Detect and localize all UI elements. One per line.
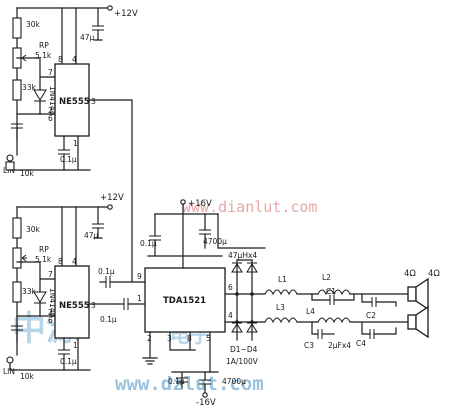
upper-ne555-chip [54, 63, 90, 137]
cap-note: 2μFx4 [328, 341, 351, 350]
upper-diode [33, 89, 47, 101]
upper-led-res-label: 10k [20, 169, 35, 178]
amp-ground-symbol [142, 357, 158, 365]
upper-supply-terminal [107, 5, 113, 11]
upper-r2-label: 33k [22, 83, 37, 92]
svg-text:1: 1 [73, 139, 78, 148]
inductor-l3-label: L3 [276, 303, 285, 312]
svg-text:7: 7 [48, 270, 53, 279]
svg-text:2: 2 [48, 308, 53, 317]
inductor-l4-label: L4 [306, 307, 315, 316]
amplifier-stage: 0.1μ 0.1μ TDA1521 9 1 6 4 2 3 8 5 +16V 0… [98, 199, 266, 407]
upper-output-wire [88, 99, 133, 283]
amp-bottom-small-cap-label: 0.1μ [168, 377, 185, 386]
tda1521-label: TDA1521 [163, 296, 206, 306]
inductor-l2-label: L2 [322, 273, 331, 282]
lower-rp-label: RP [39, 245, 49, 254]
amp-top-small-cap-label: 0.1μ [140, 239, 157, 248]
upper-rp-value: 5.1k [35, 51, 52, 60]
lower-r2-resistor [12, 281, 22, 303]
inductor-l3 [264, 317, 298, 324]
lower-r1-resistor [12, 217, 22, 239]
inductor-l1-label: L1 [278, 275, 287, 284]
upper-r1-label: 30k [26, 20, 41, 29]
svg-text:8: 8 [58, 257, 63, 266]
amp-top-big-cap-label: 4700μ [203, 237, 227, 246]
svg-text:3: 3 [91, 301, 96, 310]
lower-r2-label: 33k [22, 287, 37, 296]
upper-r1-resistor [12, 17, 22, 39]
lower-rp-pot [12, 247, 22, 269]
diode-rating: 1A/100V [226, 357, 259, 366]
svg-text:4: 4 [72, 55, 77, 64]
speaker-bottom-body [407, 314, 417, 330]
diode-label: D1~D4 [230, 345, 258, 354]
inductor-l1 [264, 289, 298, 296]
lower-diode [33, 291, 47, 303]
lower-diode-label: 1N4148 [48, 288, 57, 318]
lower-pin5-cap-label: 0.1μ [60, 357, 77, 366]
svg-text:4: 4 [72, 257, 77, 266]
lower-lin-label: LIN [3, 367, 15, 376]
upper-pin5-cap-label: 0.1μ [60, 155, 77, 164]
lower-ne555-label: NE555 [59, 301, 90, 311]
speaker-top-icon [415, 277, 429, 311]
svg-text:6: 6 [48, 316, 53, 325]
upper-r2-resistor [12, 79, 22, 101]
svg-text:1: 1 [137, 294, 142, 303]
svg-text:2: 2 [48, 106, 53, 115]
lower-r1-label: 30k [26, 225, 41, 234]
cap-c1-label: C1 [326, 287, 336, 296]
lower-rp-value: 5.1k [35, 255, 52, 264]
lower-supply-label: +12V [100, 193, 124, 203]
diode-d1 [231, 262, 243, 273]
neg-supply-terminal [202, 392, 208, 398]
watermark-url-bottom: www.dzlut.com [115, 373, 264, 395]
svg-text:6: 6 [228, 283, 233, 292]
lower-ne555-chip [54, 265, 90, 339]
svg-text:4: 4 [228, 311, 233, 320]
speaker-top-label: 4Ω [404, 269, 416, 279]
output-filter: L1 L2 C1 C2 L3 L4 C3 2μFx4 C4 [264, 269, 440, 350]
pos-supply-label: +16V [188, 199, 212, 209]
svg-text:7: 7 [48, 68, 53, 77]
inductor-note: 47μHx4 [228, 251, 257, 260]
upper-diode-label: 1N4148 [48, 86, 57, 116]
tda1521-chip [144, 267, 226, 333]
upper-ne555-label: NE555 [59, 97, 90, 107]
lower-led-res-label: 10k [20, 372, 35, 381]
svg-text:8: 8 [58, 55, 63, 64]
upper-rp-label: RP [39, 41, 49, 50]
inductor-l2 [317, 289, 351, 296]
cap-c3-label: C3 [304, 341, 314, 350]
lower-oscillator: +12V 47μ 30k RP 5.1k 33k 1N4148 NE555 8 … [3, 193, 124, 381]
cap-c2-label: C2 [366, 311, 376, 320]
svg-text:1: 1 [73, 341, 78, 350]
svg-text:9: 9 [137, 272, 142, 281]
amp-coupling-cap-bottom-label: 0.1μ [100, 315, 117, 324]
upper-supply-label: +12V [114, 9, 138, 19]
neg-supply-label: -16V [196, 398, 216, 407]
lower-supply-terminal [107, 204, 113, 210]
lower-supply-cap-label: 47μ [84, 231, 99, 240]
cap-c4-label: C4 [356, 339, 366, 348]
amp-coupling-cap-top-label: 0.1μ [98, 267, 115, 276]
amp-bottom-small-cap [176, 377, 188, 383]
lower-lin-terminal [6, 356, 14, 364]
svg-text:6: 6 [48, 114, 53, 123]
svg-text:3: 3 [91, 97, 96, 106]
speaker-top-body [407, 286, 417, 302]
inductor-l4 [317, 317, 351, 324]
upper-supply-cap-label: 47μ [80, 33, 95, 42]
amp-bottom-big-cap-label: 4700μ [222, 377, 246, 386]
upper-lin-terminal [6, 154, 14, 162]
watermark-layer: www.dianlut.com 中源 电子 www.dzlut.com [12, 198, 317, 395]
speaker-bottom-icon [415, 305, 429, 339]
watermark-url-top: www.dianlut.com [182, 198, 317, 216]
svg-text:5: 5 [206, 334, 211, 343]
upper-oscillator: +12V 47μ 30k RP 5.1k 33k 1N4148 NE555 [3, 5, 138, 283]
speaker-bottom-label: 4Ω [428, 269, 440, 279]
diode-d2 [246, 262, 258, 273]
